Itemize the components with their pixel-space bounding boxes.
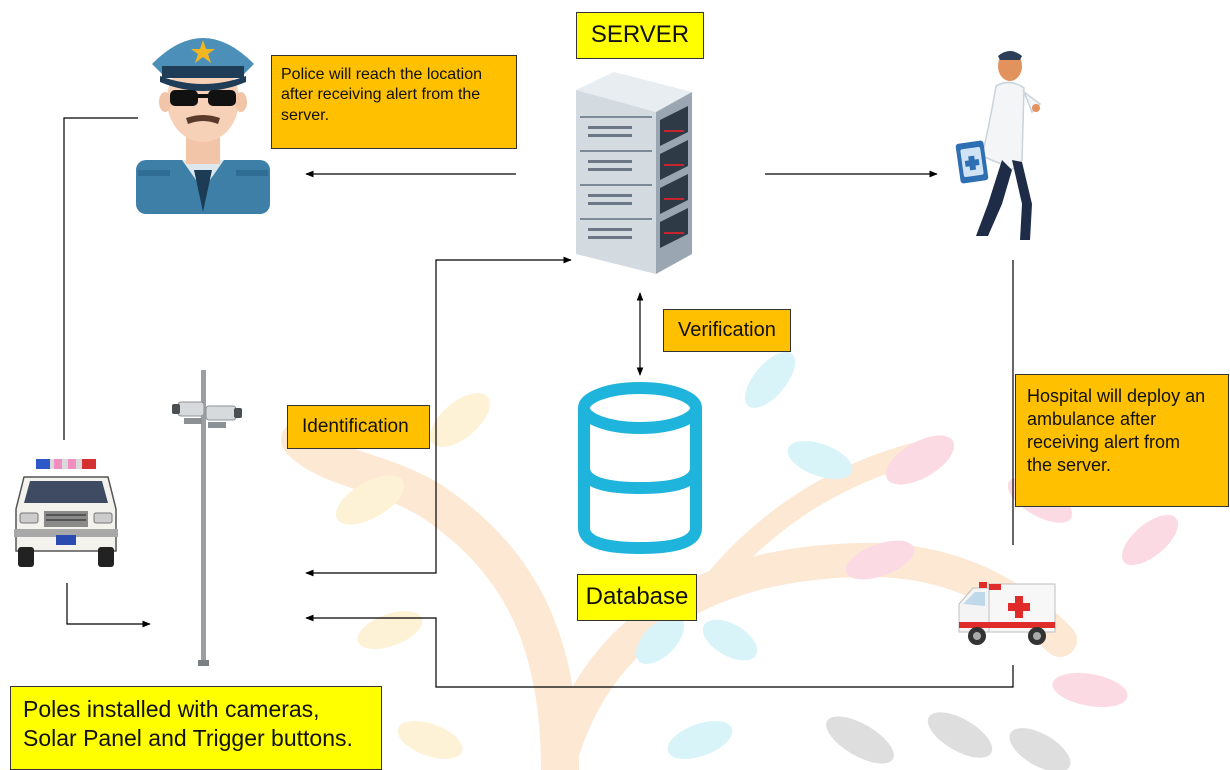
hospital-note-line-4: the server. (1027, 455, 1112, 476)
cctv-pole-icon (172, 370, 242, 666)
police-car-icon (14, 459, 118, 567)
poles-note-line-2: Solar Panel and Trigger buttons. (23, 725, 353, 752)
identification-label: Identification (287, 405, 430, 449)
car-to-pole-arrow (66, 583, 151, 628)
hospital-note: Hospital will deploy an ambulance after … (1015, 374, 1229, 507)
police-note: Police will reach the location after rec… (271, 55, 517, 149)
hospital-note-line-3: receiving alert from (1027, 432, 1181, 453)
police-note-line-2: after receiving alert from the (281, 86, 481, 104)
ambulance-icon (958, 582, 1056, 645)
police-officer-icon (136, 38, 270, 214)
police-note-line-1: Police will reach the location (281, 66, 482, 83)
police-to-car-line (63, 117, 138, 440)
poles-note-line-1: Poles installed with cameras, (23, 696, 320, 722)
server-label: SERVER (576, 12, 704, 59)
doctor-icon (955, 51, 1042, 240)
ambulance-to-pole-arrow (305, 614, 1014, 688)
database-label: Database (577, 574, 697, 621)
identification-connector (305, 256, 572, 577)
database-icon (578, 382, 702, 554)
hospital-note-line-2: ambulance after (1027, 409, 1157, 430)
verification-label: Verification (663, 309, 791, 352)
hospital-note-line-1: Hospital will deploy an (1027, 386, 1206, 406)
server-rack-icon (576, 72, 692, 274)
poles-note: Poles installed with cameras, Solar Pane… (10, 686, 382, 770)
police-note-line-3: server. (281, 106, 330, 124)
